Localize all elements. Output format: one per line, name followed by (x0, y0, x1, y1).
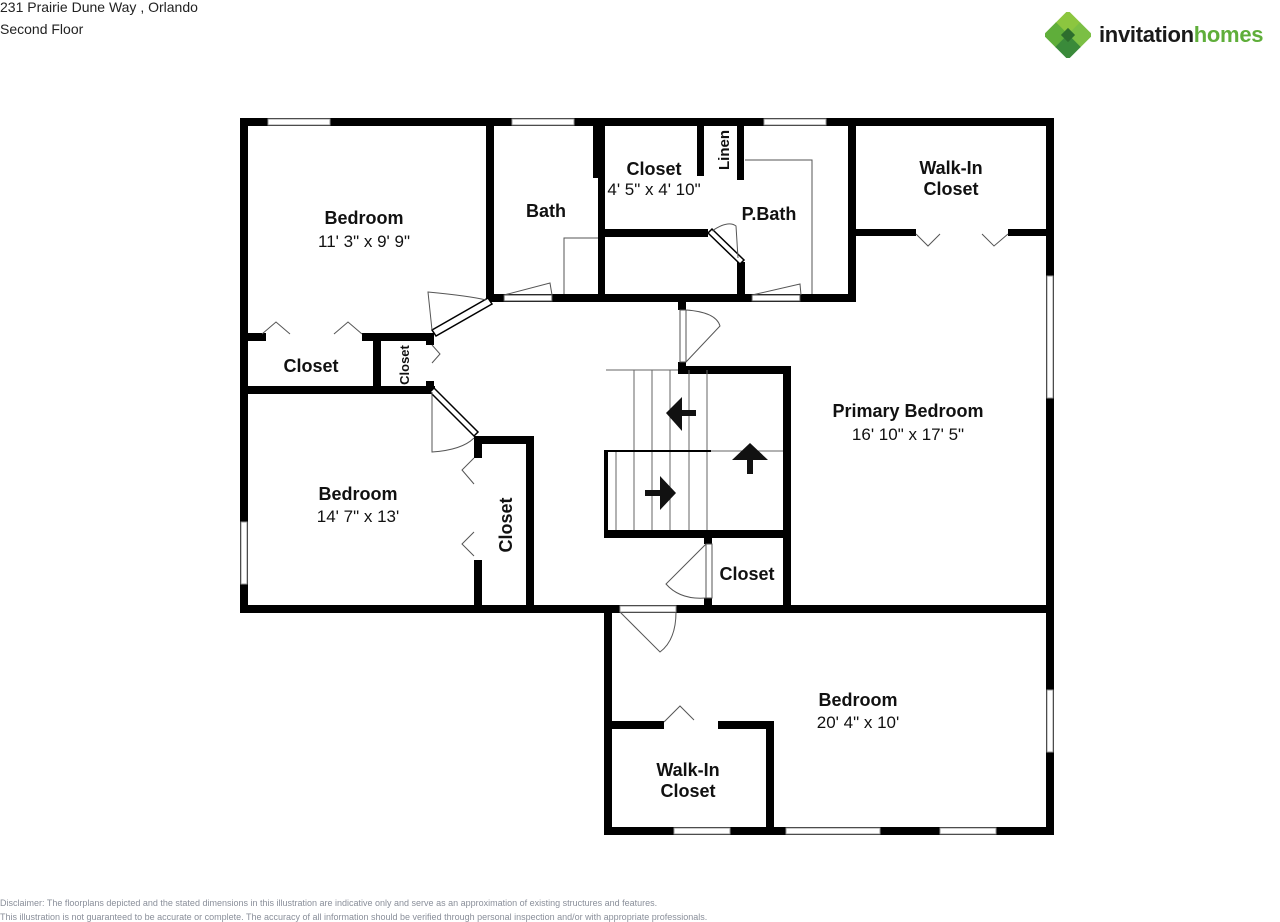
floor-name: Second Floor (0, 21, 84, 37)
room-label-closet-hall: Closet (719, 564, 774, 584)
room-label-walkin-ne-1: Walk-In (919, 158, 982, 178)
invitation-homes-logo: invitationhomes (1045, 12, 1264, 58)
room-label-pbath: P.Bath (742, 204, 797, 224)
disclaimer-line-2: This illustration is not guaranteed to b… (0, 912, 708, 922)
room-label-closet-small: Closet (397, 344, 412, 384)
staircase (606, 369, 783, 530)
room-label-bath: Bath (526, 201, 566, 221)
room-label-bedroom-s: Bedroom (818, 690, 897, 710)
room-labels: Bedroom 11' 3" x 9' 9" Bath Closet 4' 5"… (283, 130, 983, 801)
room-label-closet-w: Closet (283, 356, 338, 376)
property-address: 231 Prairie Dune Way , Orlando (0, 0, 198, 15)
room-dims-closet-top: 4' 5" x 4' 10" (607, 180, 700, 199)
doors (261, 159, 1009, 723)
stair-arrow-up-icon (732, 443, 768, 474)
logo-word-invitation: invitation (1099, 22, 1194, 47)
stair-arrow-right-icon (645, 476, 676, 510)
room-label-closet-top: Closet (626, 159, 681, 179)
stair-arrow-left-icon (666, 397, 696, 431)
room-dims-bedroom-s: 20' 4" x 10' (817, 713, 899, 732)
disclaimer-line-1: Disclaimer: The floorplans depicted and … (0, 898, 658, 908)
room-label-bedroom-nw: Bedroom (324, 208, 403, 228)
windows (240, 118, 1054, 835)
clover-diamond-logo-icon (1045, 12, 1091, 58)
room-dims-bedroom-w: 14' 7" x 13' (317, 507, 399, 526)
room-label-linen: Linen (716, 130, 733, 170)
room-label-walkin-s-1: Walk-In (656, 760, 719, 780)
room-label-walkin-ne-2: Closet (923, 179, 978, 199)
logo-word-homes: homes (1193, 22, 1264, 47)
room-label-bedroom-w: Bedroom (318, 484, 397, 504)
room-dims-primary: 16' 10" x 17' 5" (852, 425, 964, 444)
room-label-walkin-s-2: Closet (660, 781, 715, 801)
room-label-primary: Primary Bedroom (832, 401, 983, 421)
logo-wordmark: invitationhomes (1099, 22, 1264, 48)
room-dims-bedroom-nw: 11' 3" x 9' 9" (318, 232, 410, 251)
room-label-closet-vert: Closet (496, 497, 516, 552)
